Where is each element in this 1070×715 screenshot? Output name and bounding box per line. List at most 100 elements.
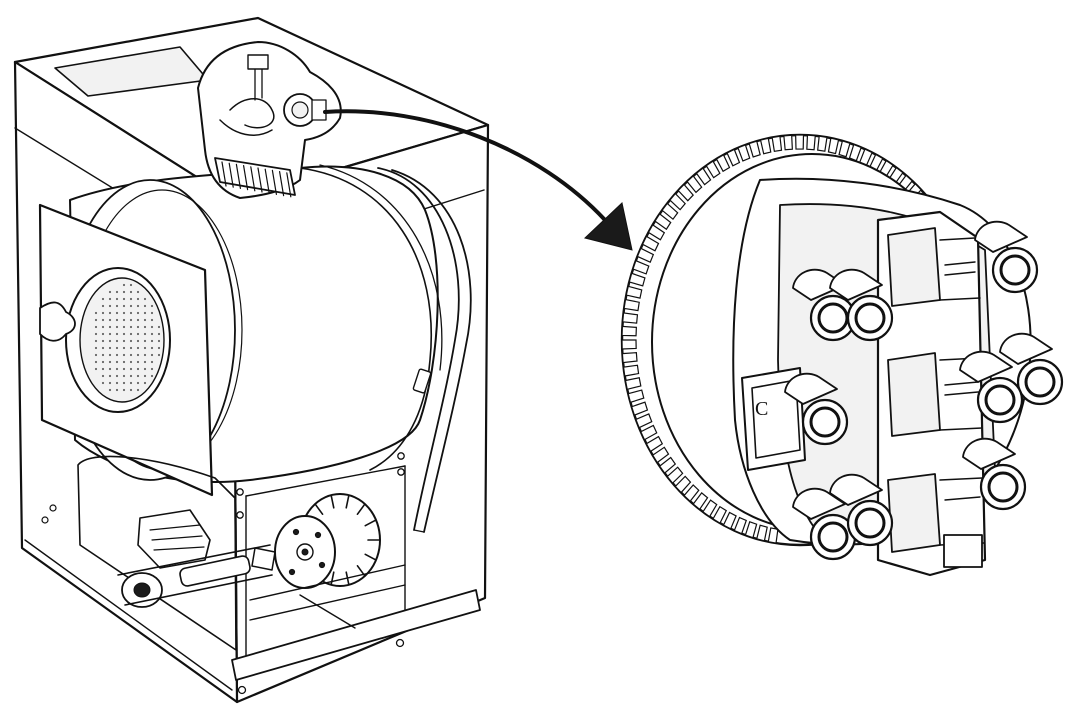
perforation-dot (150, 318, 154, 322)
perforation-dot (122, 388, 126, 392)
perforation-dot (129, 304, 133, 308)
terminal-post (784, 372, 849, 446)
knurl-tooth (683, 484, 700, 503)
perforation-dot (101, 353, 105, 357)
perforation-dot (150, 339, 154, 343)
perforation-dot (157, 325, 161, 329)
perforation-dot (122, 381, 126, 385)
perforation-dot (143, 297, 147, 301)
knurl-tooth (806, 134, 816, 151)
knurl-tooth (705, 160, 721, 179)
knurl-tooth (817, 135, 828, 152)
terminal-slot (235, 163, 241, 189)
perforation-dot (94, 339, 98, 343)
knurl-tooth (674, 475, 692, 494)
perforation-dot (129, 353, 133, 357)
perforation-dot (150, 325, 154, 329)
terminal-slot (264, 168, 270, 194)
terminal-slot (271, 169, 277, 195)
perforation-dot (115, 388, 119, 392)
knurl-tooth (677, 183, 694, 202)
perforation-dot (101, 318, 105, 322)
motor-rib (356, 504, 366, 515)
perforation-dot (129, 360, 133, 364)
perforation-dot (115, 318, 119, 322)
door-handle (39, 301, 76, 342)
perforation-dot (150, 346, 154, 350)
perforation-dot (115, 353, 119, 357)
door-window-perforation (94, 283, 161, 392)
perforation-dot (115, 339, 119, 343)
perforation-dot (136, 367, 140, 371)
perforation-dot (122, 332, 126, 336)
perforation-dot (101, 374, 105, 378)
perforation-dot (136, 297, 140, 301)
perforation-dot (94, 332, 98, 336)
knurl-tooth (666, 466, 684, 485)
knurl-tooth (647, 224, 666, 241)
knurl-tooth (783, 134, 793, 151)
perforation-dot (143, 360, 147, 364)
perforation-dot (108, 381, 112, 385)
perforation-dot (115, 332, 119, 336)
perforation-dot (136, 388, 140, 392)
perforation-dot (136, 353, 140, 357)
callout-arrow (323, 109, 633, 251)
perforation-dot (115, 311, 119, 315)
terminal-post (792, 268, 857, 342)
motor-rib (314, 504, 324, 515)
perforation-dot (94, 311, 98, 315)
terminal-slot (279, 171, 285, 197)
motor-rib (330, 495, 335, 509)
perforation-dot (143, 353, 147, 357)
knurl-tooth (795, 134, 805, 150)
perforation-dot (94, 353, 98, 357)
perforation-dot (157, 332, 161, 336)
knurl-tooth (622, 312, 639, 324)
perforation-dot (115, 381, 119, 385)
knurl-tooth (692, 491, 709, 511)
perforation-dot (115, 325, 119, 329)
terminal-slot (286, 172, 292, 198)
terminal-block (214, 157, 296, 198)
perforation-dot (129, 325, 133, 329)
switch-terminal-posts (784, 220, 1064, 561)
perforation-dot (136, 374, 140, 378)
motor-rib (364, 519, 376, 527)
perforation-dot (143, 332, 147, 336)
knurl-tooth (748, 140, 761, 158)
perforation-dot (136, 311, 140, 315)
knurl-tooth (733, 516, 748, 535)
knurl-tooth (756, 524, 768, 542)
knurl-tooth (654, 213, 672, 231)
knurl-tooth (661, 202, 679, 221)
perforation-dot (122, 283, 126, 287)
perforation-dot (108, 353, 112, 357)
perforation-dot (150, 374, 154, 378)
perforation-dot (129, 339, 133, 343)
motor-rib (356, 565, 366, 576)
cabinet-screws (41, 452, 405, 695)
perforation-dot (157, 339, 161, 343)
knurl-tooth (627, 389, 645, 404)
idler-bracket (137, 509, 211, 569)
perforation-dot (129, 283, 133, 287)
perforation-dot (101, 339, 105, 343)
knurl-tooth (641, 235, 660, 252)
knurl-tooth (759, 137, 772, 155)
perforation-dot (129, 318, 133, 322)
perforation-dot (143, 311, 147, 315)
terminal-post (959, 350, 1024, 424)
perforation-dot (122, 325, 126, 329)
base-rail (231, 589, 481, 681)
perforation-dot (143, 325, 147, 329)
perforation-dot (129, 388, 133, 392)
perforation-dot (129, 290, 133, 294)
perforation-dot (143, 374, 147, 378)
perforation-dot (101, 332, 105, 336)
perforation-dot (122, 311, 126, 315)
perforation-dot (115, 360, 119, 364)
switch-connector-housing (876, 210, 987, 577)
perforation-dot (101, 304, 105, 308)
knurl-tooth (636, 247, 655, 263)
